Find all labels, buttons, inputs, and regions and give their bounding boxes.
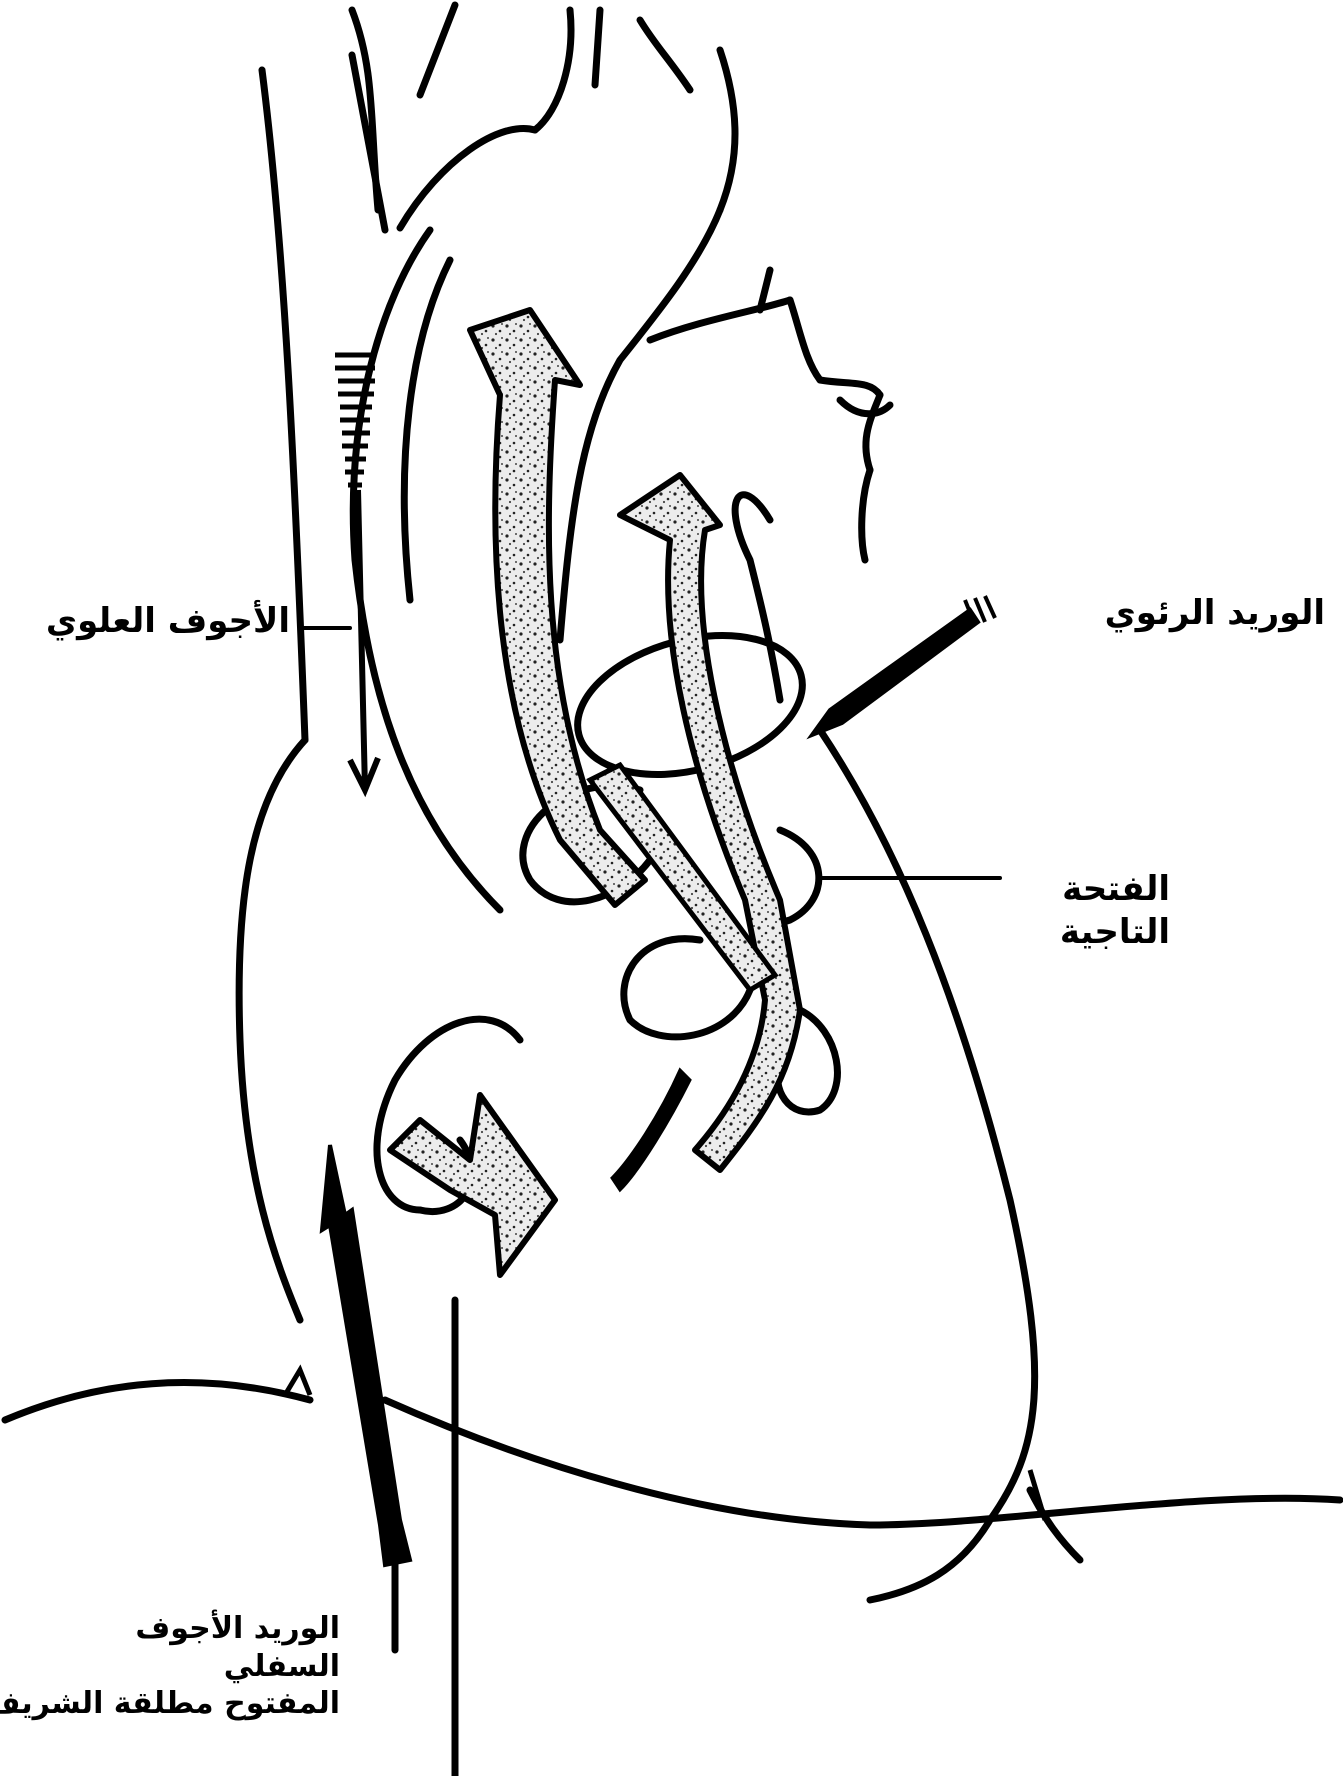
tricuspid-flow-arrow (390, 1095, 555, 1275)
aortic-branch-3 (535, 10, 571, 130)
aortic-branch-7 (420, 5, 455, 95)
ivc-up-arrow (322, 1145, 410, 1565)
pulmonary-trunk-hook (735, 495, 780, 700)
heart-outline-right (820, 730, 1035, 1600)
label-ivc-line2: السفلي (80, 1648, 340, 1686)
pulmonary-branch-6 (840, 400, 890, 414)
pulmonary-vein-arrow (812, 610, 978, 735)
aortic-branch-2 (400, 128, 535, 228)
pulmonary-branch-1 (790, 300, 820, 380)
aortic-branch-6 (720, 50, 735, 210)
ivc-chevron (285, 1370, 310, 1395)
label-ivc-line1: الوريد الأجوف (80, 1610, 340, 1648)
label-superior-vena-cava: الأجوف العلوي (40, 600, 290, 643)
pulmonary-branch-4 (862, 470, 870, 560)
label-inferior-vena-cava: الوريد الأجوف السفلي المفتوح مطلقة الشري… (80, 1610, 340, 1723)
pulmonary-artery-top (650, 300, 790, 340)
label-pulmonary-vein: الوريد الرئوي (1055, 592, 1325, 635)
aortic-branch-4 (595, 10, 600, 85)
diaphragm-right (385, 1400, 1340, 1525)
diaphragm-left (5, 1383, 310, 1420)
label-mitral-opening: الفتحة التاجية (1050, 868, 1170, 953)
label-ivc-line3: المفتوح مطلقة الشريف (80, 1685, 340, 1723)
central-flow-arrow (612, 1070, 690, 1190)
label-mitral-opening-line1: الفتحة (1050, 868, 1170, 911)
pulmonary-branch-2 (820, 380, 880, 395)
aorta-inner-wall-2 (404, 260, 450, 600)
aortic-branch-5 (640, 20, 690, 90)
label-mitral-opening-line2: التاجية (1050, 911, 1170, 954)
pulmonary-branch-3 (866, 395, 880, 470)
right-atrium-outline (239, 740, 305, 1320)
